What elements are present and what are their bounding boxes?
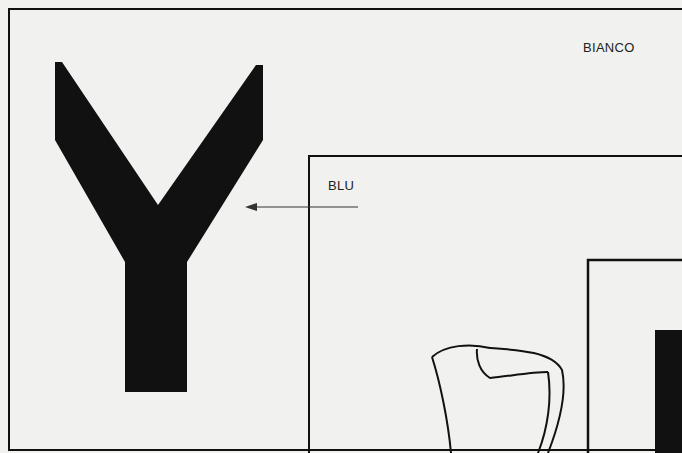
color-label: BIANCO [583,40,635,55]
black-block [655,330,682,453]
inner-frame: BLU [308,155,682,453]
leader-arrow [245,203,358,211]
letter-y-shape [55,62,263,392]
pitcher-drawing [432,345,564,453]
color-label: BLU [328,178,354,193]
